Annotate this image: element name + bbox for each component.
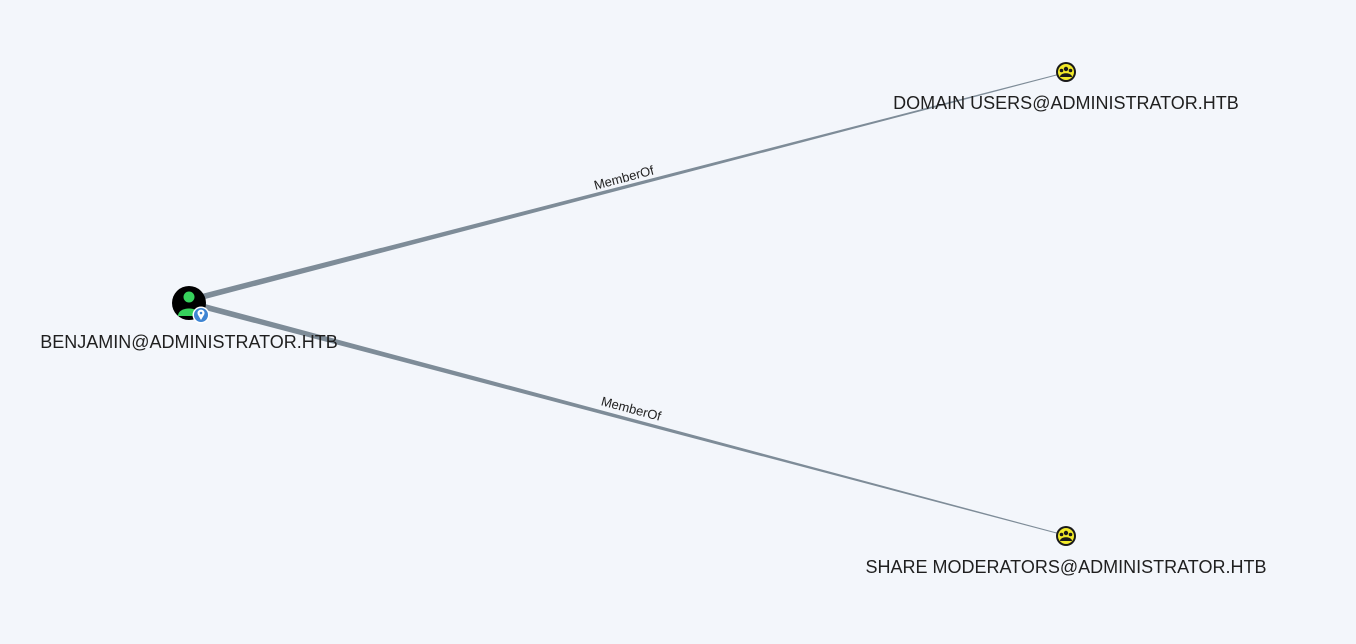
node-label: BENJAMIN@ADMINISTRATOR.HTB [40,332,338,352]
node-label: DOMAIN USERS@ADMINISTRATOR.HTB [893,93,1239,113]
edges-layer: MemberOf MemberOf [190,72,1066,536]
nodes-layer: BENJAMIN@ADMINISTRATOR.HTB DOMAIN USERS@… [40,62,1266,577]
edge-line[interactable] [190,72,1066,303]
group-icon [1059,66,1073,77]
group-icon [1059,530,1073,541]
node-label: SHARE MODERATORS@ADMINISTRATOR.HTB [866,557,1267,577]
node-benjamin[interactable]: BENJAMIN@ADMINISTRATOR.HTB [40,286,338,352]
node-domain-users[interactable]: DOMAIN USERS@ADMINISTRATOR.HTB [893,62,1239,113]
edge-line[interactable] [190,300,1066,536]
node-share-moderators[interactable]: SHARE MODERATORS@ADMINISTRATOR.HTB [866,526,1267,577]
group-node-fill [1058,64,1074,80]
location-pin-icon [192,306,210,324]
group-node-fill [1058,528,1074,544]
